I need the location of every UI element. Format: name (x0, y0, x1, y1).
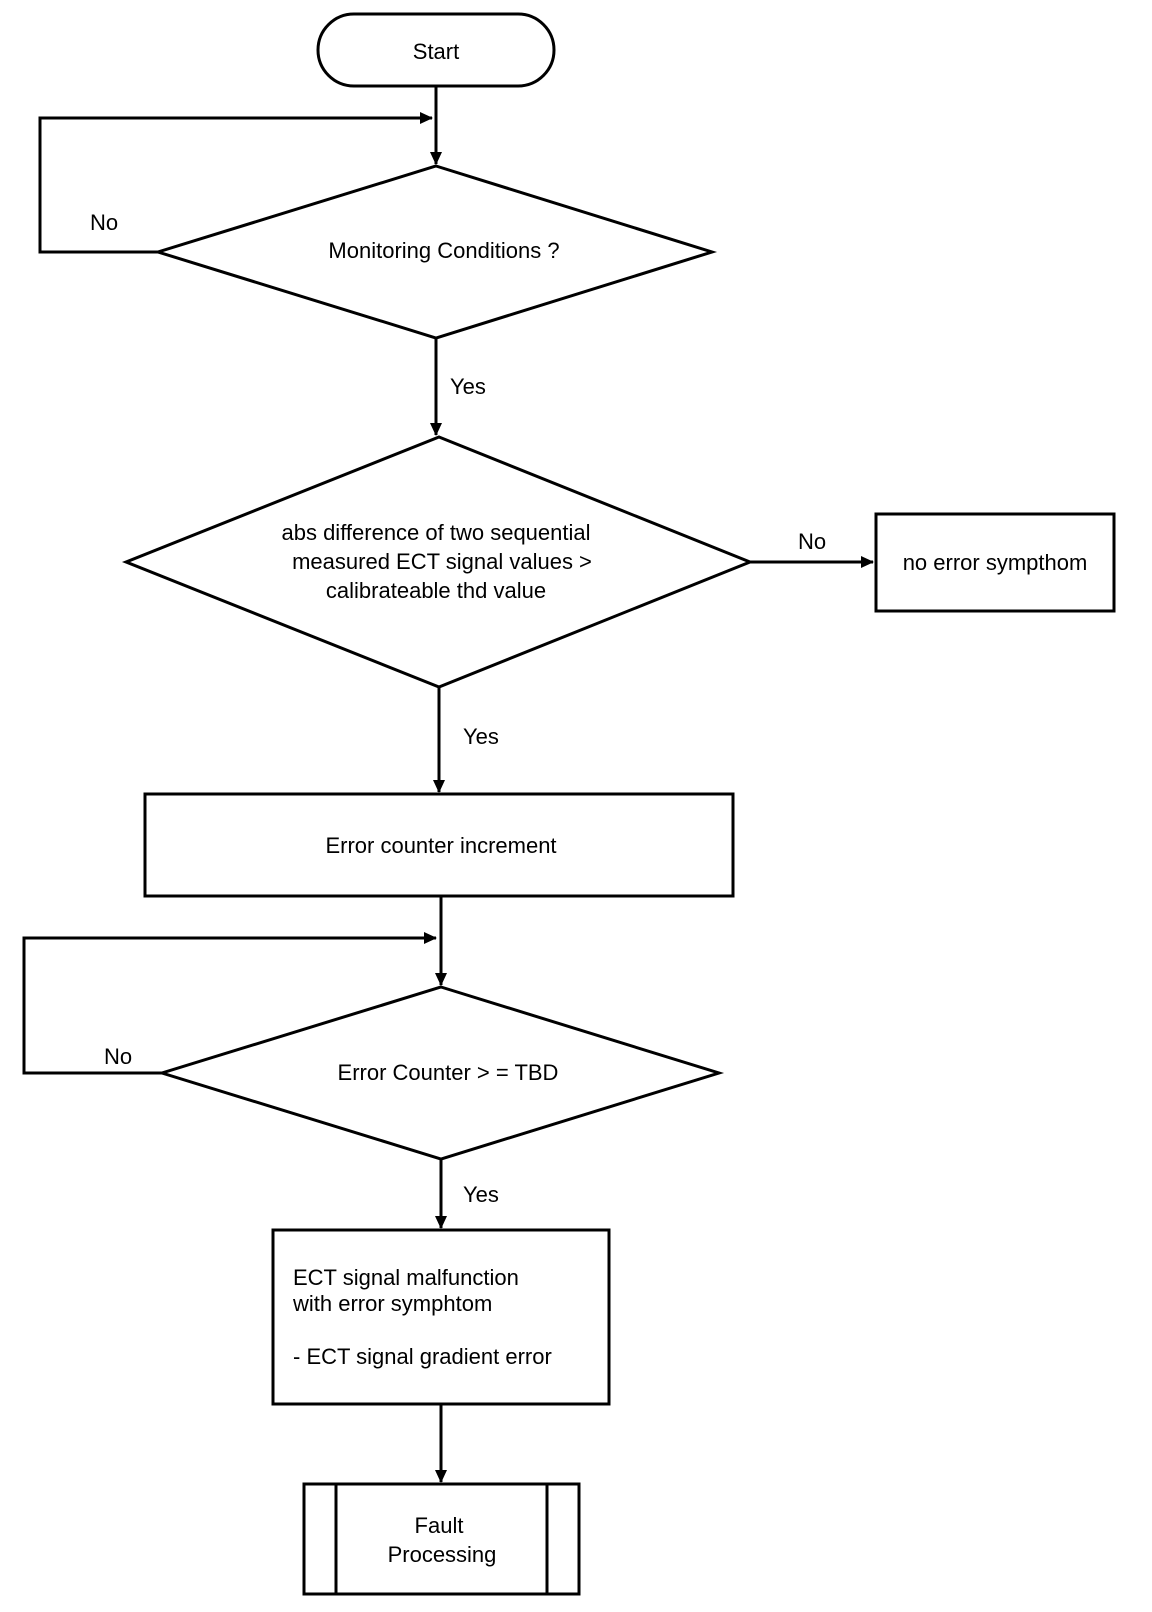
malfunction-line-2: with error symphtom (292, 1291, 492, 1316)
malfunction-box: ECT signal malfunction with error sympht… (271, 1228, 611, 1406)
counter-no-label: No (104, 1044, 132, 1069)
malfunction-line-3: - ECT signal gradient error (293, 1344, 552, 1369)
increment-box: Error counter increment (143, 792, 735, 898)
abs-diff-no-label: No (798, 529, 826, 554)
edge-monitoring-no-loop (38, 112, 433, 254)
counter-label: Error Counter > = TBD (338, 1060, 559, 1085)
abs-diff-yes-label: Yes (463, 724, 499, 749)
fault-processing-box: Fault Processing (302, 1482, 581, 1596)
monitoring-label: Monitoring Conditions ? (328, 238, 559, 263)
no-error-label: no error sympthom (903, 550, 1088, 575)
fault-line-1: Fault (415, 1513, 464, 1538)
abs-diff-line-1: abs difference of two sequential (281, 520, 590, 545)
increment-label: Error counter increment (325, 833, 556, 858)
monitoring-yes-label: Yes (450, 374, 486, 399)
start-node: Start (316, 12, 556, 88)
fault-line-2: Processing (388, 1542, 497, 1567)
malfunction-line-1: ECT signal malfunction (293, 1265, 519, 1290)
abs-diff-line-3: calibrateable thd value (326, 578, 546, 603)
abs-diff-line-2: measured ECT signal values > (292, 549, 592, 574)
counter-decision: Error Counter > = TBD (156, 985, 725, 1161)
start-label: Start (413, 39, 459, 64)
monitoring-no-label: No (90, 210, 118, 235)
monitoring-decision: Monitoring Conditions ? (152, 164, 718, 340)
abs-diff-decision: abs difference of two sequential measure… (121, 435, 755, 689)
no-error-box: no error sympthom (874, 512, 1116, 613)
edge-counter-no-loop (22, 932, 437, 1075)
counter-yes-label: Yes (463, 1182, 499, 1207)
